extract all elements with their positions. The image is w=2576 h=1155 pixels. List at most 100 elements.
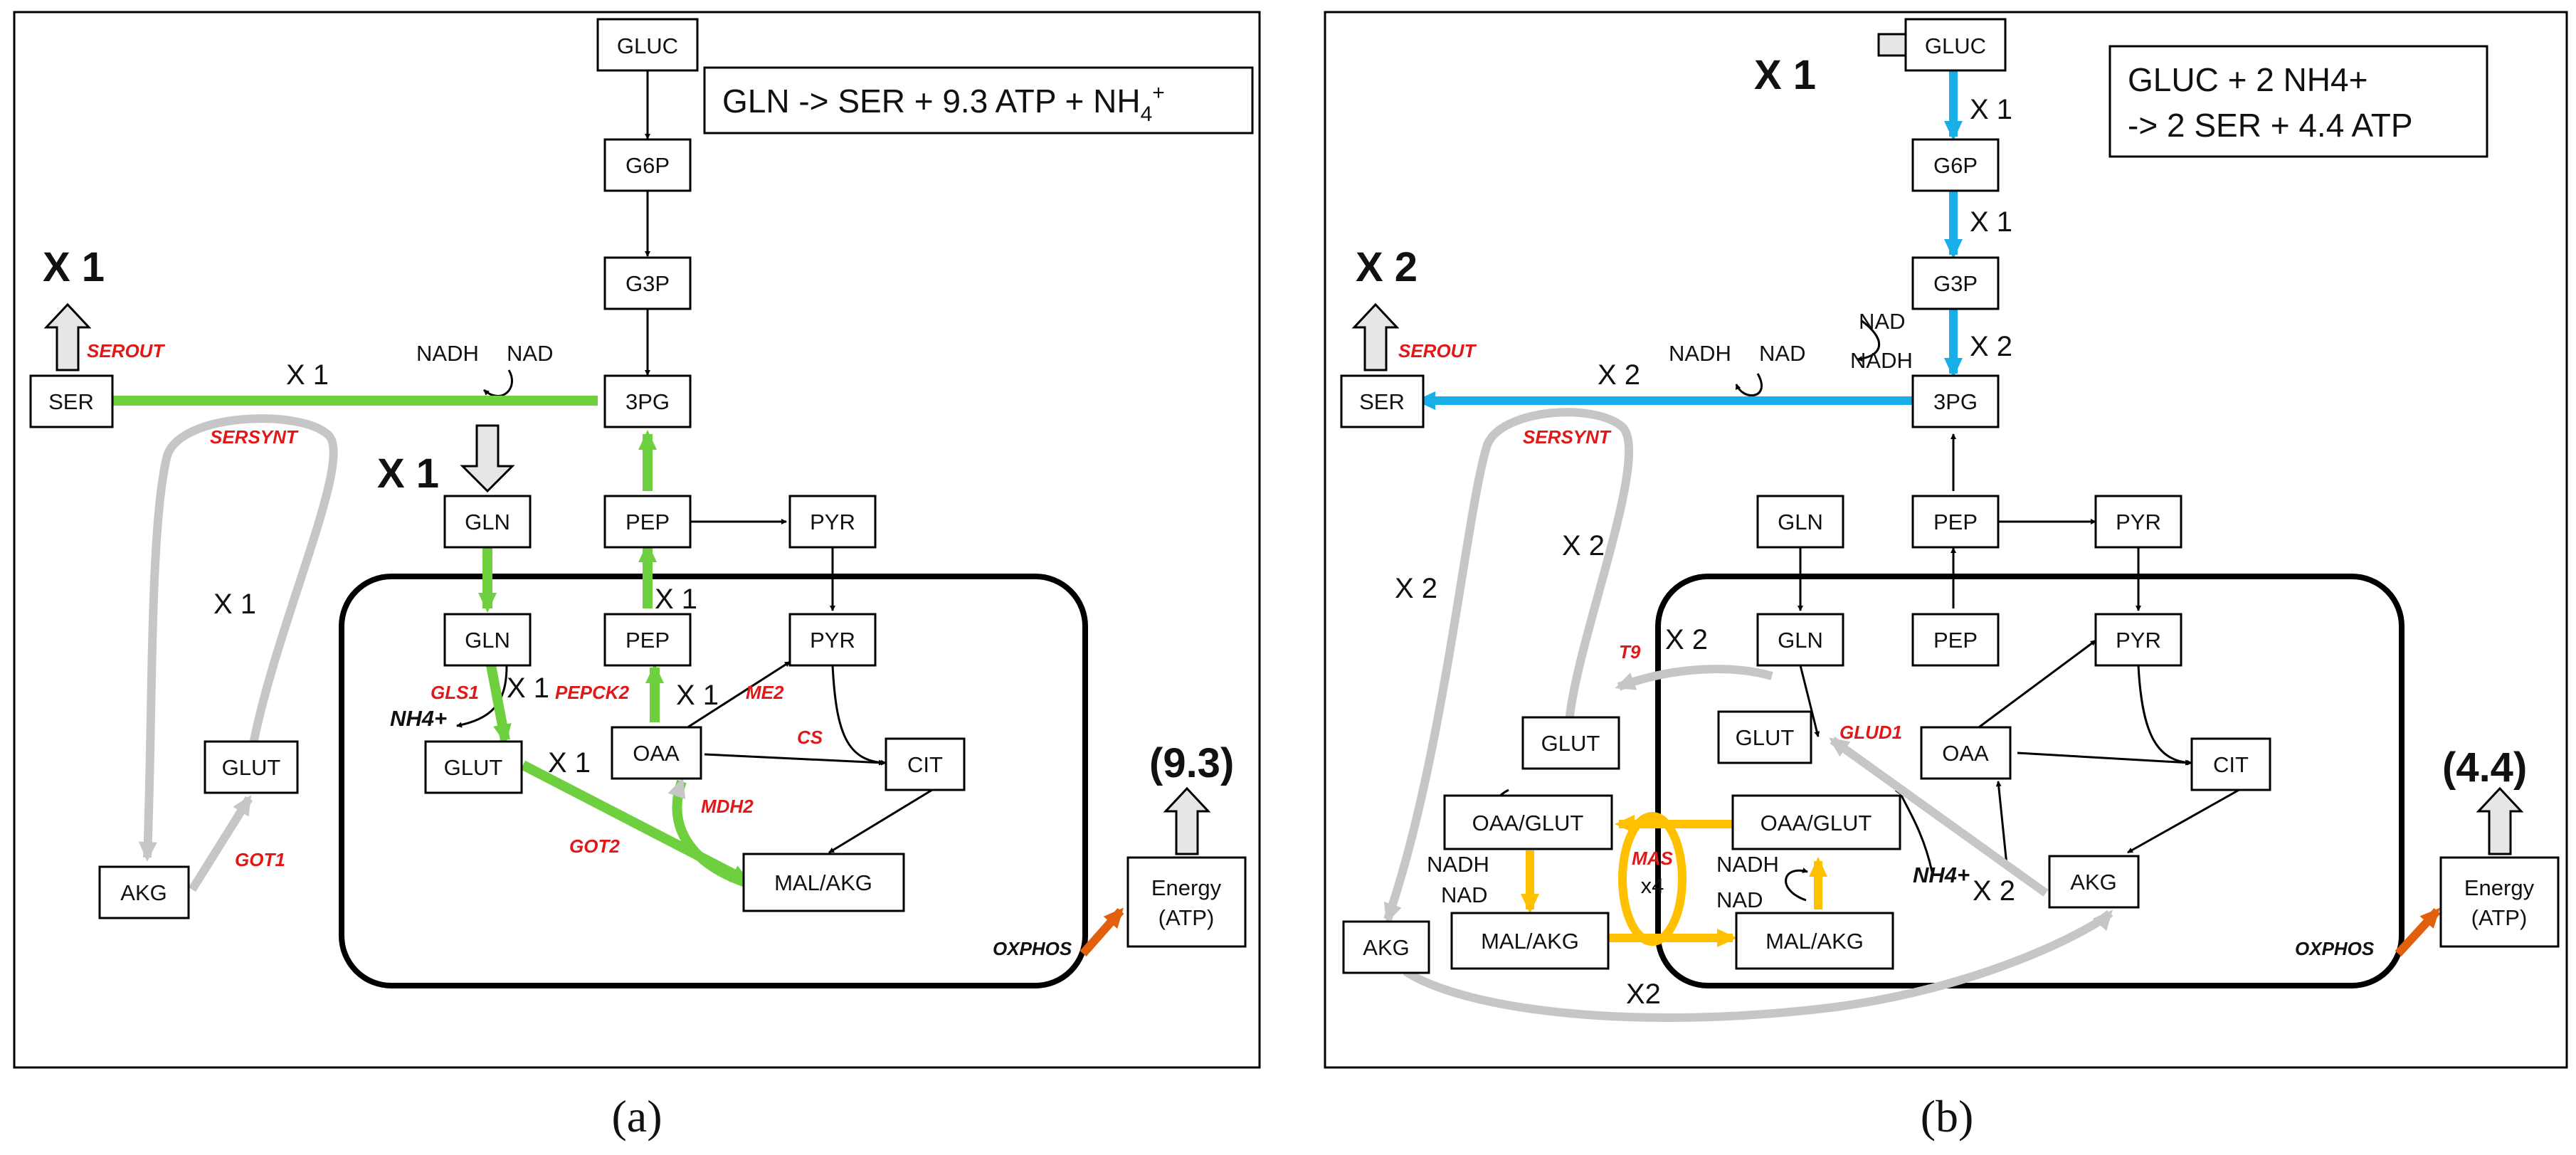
enzyme-pepck2-a: PEPCK2 — [555, 682, 630, 703]
node-g3p-b: G3P — [1911, 256, 2000, 310]
node-pep-cyt-b: PEP — [1911, 495, 2000, 549]
node-g6p-a: G6P — [603, 138, 692, 192]
svg-text:CIT: CIT — [2213, 752, 2249, 777]
enzyme-mas-b: MAS — [1632, 848, 1673, 869]
label-x-loop1-b: X 2 — [1395, 573, 1437, 604]
label-nh4-a: NH4+ — [390, 706, 447, 731]
ser-output-arrow-b — [1351, 302, 1400, 371]
node-glut-mit-b: GLUT — [1717, 710, 1812, 764]
label-nad-l-b: NAD — [1441, 882, 1487, 907]
mitochondrion-a — [339, 574, 1088, 988]
ser-multiplier-a: X 1 — [43, 244, 105, 290]
node-g6p-b: G6P — [1911, 138, 2000, 192]
ser-output-arrow-a — [43, 302, 92, 371]
svg-text:OAA: OAA — [1942, 741, 1989, 766]
energy-value-b: (4.4) — [2442, 744, 2527, 791]
gln-multiplier-a: X 1 — [377, 450, 439, 497]
svg-text:MAL/AKG: MAL/AKG — [1765, 929, 1864, 954]
equation-a-sub: 4 — [1141, 102, 1153, 126]
label-x-ser-a: X 1 — [286, 359, 329, 391]
node-pep-mit-b: PEP — [1911, 613, 2000, 667]
node-gln-mit-a: GLN — [443, 613, 532, 667]
svg-text:AKG: AKG — [2070, 870, 2116, 895]
node-pyr-cyt-a: PYR — [788, 495, 877, 549]
svg-text:GLN: GLN — [465, 628, 510, 653]
node-akg-cyt-a: AKG — [98, 865, 190, 919]
node-cit-a: CIT — [885, 737, 966, 791]
svg-text:Energy: Energy — [2464, 875, 2535, 900]
node-3pg-b: 3PG — [1911, 374, 2000, 428]
energy-value-a: (9.3) — [1149, 740, 1234, 786]
svg-text:GLUC: GLUC — [617, 33, 678, 58]
node-cit-b: CIT — [2190, 737, 2271, 791]
equation-box-a: GLN -> SER + 9.3 ATP + NH4+ — [703, 66, 1254, 135]
enzyme-got1-a: GOT1 — [235, 849, 285, 870]
equation-b-line2: -> 2 SER + 4.4 ATP — [2128, 107, 2413, 144]
node-oaaglut-mit-b: OAA/GLUT — [1731, 794, 1901, 850]
svg-text:PYR: PYR — [810, 510, 855, 534]
label-x-ser-b: X 2 — [1598, 359, 1640, 391]
enzyme-oxphos-a: OXPHOS — [993, 938, 1072, 959]
panel-b: GLUC + 2 NH4+ -> 2 SER + 4.4 ATP — [1324, 11, 2568, 1069]
node-malakg-mit-b: MAL/AKG — [1735, 912, 1894, 970]
svg-text:GLN: GLN — [1778, 628, 1823, 653]
label-x-g6p-b: X 1 — [1970, 94, 2012, 125]
node-glut-mit-a: GLUT — [424, 740, 523, 794]
enzyme-got2-a: GOT2 — [569, 835, 620, 857]
label-nadh-a: NADH — [416, 341, 479, 366]
node-g3p-a: G3P — [603, 256, 692, 310]
node-gln-cyt-a: GLN — [443, 495, 532, 549]
node-pyr-mit-b: PYR — [2094, 613, 2182, 667]
svg-text:AKG: AKG — [1363, 935, 1409, 960]
enzyme-me2-a: ME2 — [746, 682, 784, 703]
enzyme-mdh2-a: MDH2 — [701, 796, 754, 817]
enzyme-sersynt-b: SERSYNT — [1523, 426, 1612, 448]
energy-output-arrow-a — [1163, 786, 1211, 855]
node-oaa-b: OAA — [1920, 726, 2012, 780]
svg-text:OAA: OAA — [633, 741, 680, 766]
node-pep-cyt-a: PEP — [603, 495, 692, 549]
svg-text:3PG: 3PG — [1933, 389, 1978, 414]
node-gluc-b: GLUC — [1904, 18, 2007, 72]
label-nadh-l-b: NADH — [1427, 852, 1489, 877]
node-pep-mit-a: PEP — [603, 613, 692, 667]
label-nadh-g3p-b: NADH — [1850, 348, 1913, 373]
node-3pg-a: 3PG — [603, 374, 692, 428]
svg-text:OAA/GLUT: OAA/GLUT — [1472, 811, 1584, 835]
enzyme-cs-a: CS — [797, 727, 823, 748]
svg-text:(ATP): (ATP) — [2471, 905, 2528, 930]
label-x-akg-b: X 2 — [1973, 875, 2015, 907]
node-ser-a: SER — [29, 374, 114, 428]
label-x-loop-a: X 1 — [213, 589, 256, 620]
node-gln-cyt-b: GLN — [1756, 495, 1844, 549]
label-x-pep-a: X 1 — [655, 584, 697, 615]
svg-text:MAL/AKG: MAL/AKG — [1481, 929, 1579, 954]
equation-a-sup: + — [1152, 81, 1165, 105]
svg-text:PEP: PEP — [625, 510, 670, 534]
ser-multiplier-b: X 2 — [1356, 244, 1418, 290]
svg-text:Energy: Energy — [1151, 875, 1222, 900]
label-nad-g3p-b: NAD — [1859, 309, 1905, 334]
svg-text:OAA/GLUT: OAA/GLUT — [1761, 811, 1872, 835]
label-x-g3p-b: X 1 — [1970, 206, 2012, 238]
equation-b-line1: GLUC + 2 NH4+ — [2128, 61, 2368, 98]
equation-a-main: GLN -> SER + 9.3 ATP + NH — [722, 83, 1141, 120]
energy-output-arrow-b — [2476, 786, 2524, 855]
node-malakg-a: MAL/AKG — [742, 853, 905, 912]
svg-text:SER: SER — [48, 389, 94, 414]
svg-text:CIT: CIT — [907, 752, 943, 777]
svg-text:GLN -> SER + 9.3 ATP + NH4+: GLN -> SER + 9.3 ATP + NH4+ — [722, 81, 1165, 126]
svg-text:G3P: G3P — [625, 271, 670, 296]
label-x-gls-a: X 1 — [507, 673, 549, 704]
svg-text:MAL/AKG: MAL/AKG — [774, 870, 872, 895]
label-x-3pg-b: X 2 — [1970, 331, 2012, 362]
enzyme-glud1-b: GLUD1 — [1839, 722, 1902, 743]
svg-text:G6P: G6P — [1933, 153, 1978, 178]
node-glut-cyt-a: GLUT — [204, 740, 299, 794]
label-x-t9-b: X 2 — [1665, 624, 1708, 655]
label-nad-a: NAD — [507, 341, 553, 366]
svg-text:PEP: PEP — [1933, 510, 1978, 534]
label-nad-top-b: NAD — [1759, 341, 1805, 366]
enzyme-serout-a: SEROUT — [87, 340, 165, 362]
enzyme-t9-b: T9 — [1619, 641, 1641, 663]
